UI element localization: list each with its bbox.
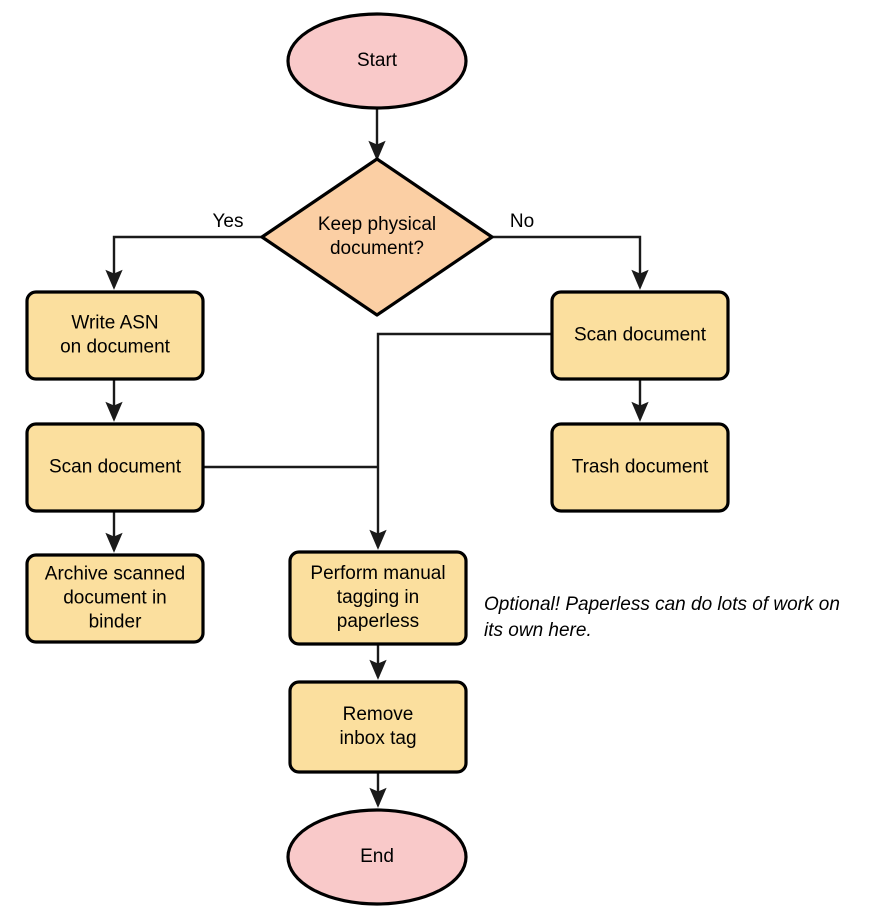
process-rect[interactable] <box>25 422 205 513</box>
edge-line <box>369 332 552 550</box>
node-scan-document-right[interactable]: Scan document <box>550 290 730 381</box>
process-rect[interactable] <box>288 550 468 646</box>
edge-line <box>492 235 649 290</box>
decision-diamond[interactable] <box>260 157 494 317</box>
terminator-ellipse[interactable] <box>286 12 468 110</box>
edge-decision-no-to-scan-right: No <box>492 211 649 290</box>
annotation-line: Optional! Paperless can do lots of work … <box>484 594 840 615</box>
process-rect[interactable] <box>25 553 205 644</box>
node-end[interactable]: End <box>286 808 468 906</box>
edge-label-yes: Yes <box>213 211 244 232</box>
node-trash-document[interactable]: Trash document <box>550 422 730 513</box>
edge-line <box>105 235 262 290</box>
process-rect[interactable] <box>25 290 205 381</box>
process-rect[interactable] <box>288 680 468 774</box>
annotation-line: its own here. <box>484 620 592 641</box>
annotation-optional-note: Optional! Paperless can do lots of work … <box>484 594 840 641</box>
edge-decision-yes-to-write-asn: Yes <box>105 211 262 290</box>
process-rect[interactable] <box>550 422 730 513</box>
edge-scan-right-to-manual-tagging <box>369 332 552 550</box>
terminator-ellipse[interactable] <box>286 808 468 906</box>
edge-layer: Yes No <box>105 108 649 808</box>
node-scan-document-left[interactable]: Scan document <box>25 422 205 513</box>
node-start[interactable]: Start <box>286 12 468 110</box>
process-rect[interactable] <box>550 290 730 381</box>
annotation-layer: Optional! Paperless can do lots of work … <box>484 594 840 641</box>
edge-label-no: No <box>510 211 534 232</box>
